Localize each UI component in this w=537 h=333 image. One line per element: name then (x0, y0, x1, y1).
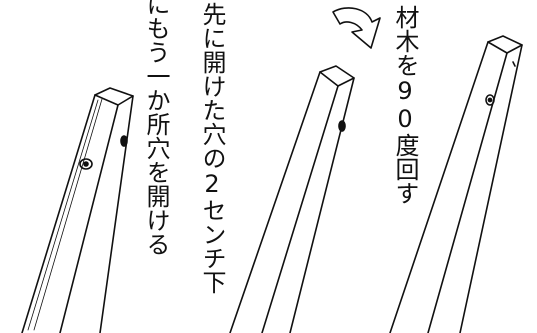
drilled-hole-icon (79, 158, 93, 170)
post-right-top-face (487, 35, 523, 54)
post-middle-top-face (319, 65, 355, 87)
post-left-shading (27, 98, 103, 331)
post-right-front-edge (389, 41, 489, 333)
post-right-middle-edge (427, 52, 508, 333)
instruction-hole-continuation: にもう一か所穴を開ける (142, 0, 170, 256)
lumber-post-middle (229, 65, 355, 333)
post-left-front-edge (21, 94, 96, 333)
drilled-hole-side (120, 135, 128, 147)
post-left-side-edge (99, 95, 134, 333)
drilled-hole-center (487, 97, 493, 103)
post-left-middle-edge (59, 104, 119, 333)
post-middle-middle-edge (261, 85, 339, 333)
drilled-hole-icon (338, 120, 346, 132)
post-right-side-mark (512, 61, 516, 67)
post-middle-side-edge (289, 77, 355, 333)
drilled-hole-icon (485, 94, 495, 106)
drilled-hole-center (83, 161, 89, 167)
lumber-post-right (389, 35, 523, 333)
post-middle-front-edge (229, 71, 321, 333)
post-right-side-edge (459, 44, 523, 333)
lumber-post-left (21, 87, 134, 333)
rotate-arrow-icon (332, 7, 381, 49)
instruction-hole-position: 先に開けた穴の2センチ下 (198, 2, 226, 294)
instruction-rotate-lumber: 材木を90度回す (391, 5, 419, 205)
